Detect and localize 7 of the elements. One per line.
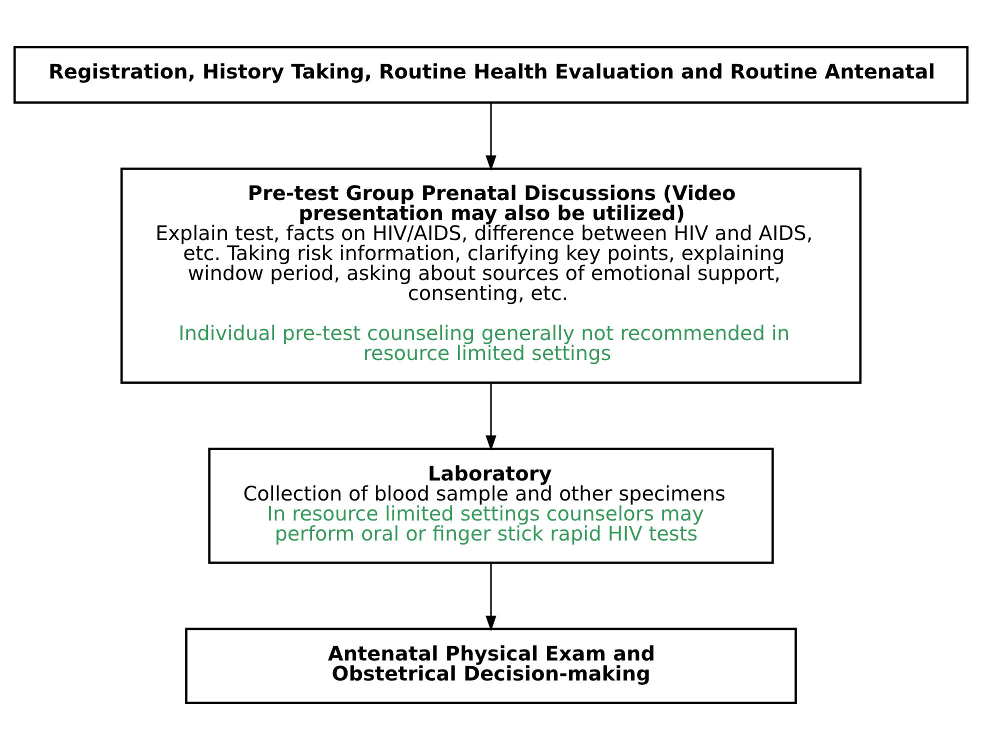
node-box: Registration, History Taking, Routine Health Evaluation and Routine Antenatal [13,46,969,104]
node-box: Antenatal Physical Exam and Obstetrical Decision-making [185,628,797,704]
arrow [486,563,496,632]
arrow [486,102,496,171]
arrow [486,382,496,451]
node-box: Pre-test Group Prenatal Discussions (Video presentation may also be utilized) Explain test, facts on HIV/AIDS, difference between HIV and AIDS, etc. Taking risk information, clarifying key points, explaining window period, asking about sources of emotional support, consenting, etc. Individual pre-test counseling generally not recommended in resource limited settings [120,168,862,384]
node-box: Laboratory Collection of blood sample and other specimens In resource limited settings counselors may perform oral or finger stick rapid HIV tests [208,448,774,564]
